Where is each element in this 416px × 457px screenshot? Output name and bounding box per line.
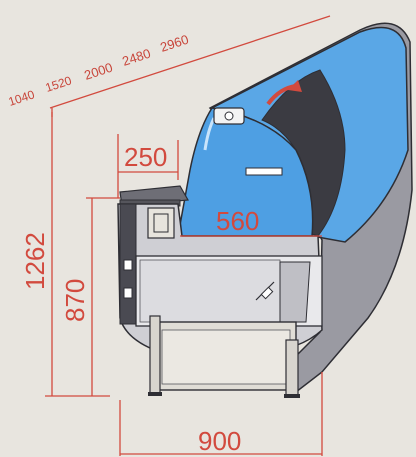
tank-drain-plug <box>260 286 274 300</box>
side-fitting-top <box>123 259 133 271</box>
rear-foot <box>284 394 300 398</box>
depth-shelf-label: 560 <box>216 206 259 236</box>
glass-highlight <box>203 117 216 151</box>
display-tank-inner <box>139 259 281 323</box>
light-bulb-icon <box>224 111 234 121</box>
storage-box-door <box>153 213 169 233</box>
storage-box <box>147 207 175 239</box>
length-label-2960: 2960 <box>158 32 190 55</box>
front-glass-panel <box>177 107 314 237</box>
length-label-2000: 2000 <box>82 60 114 83</box>
side-fitting-bottom <box>123 287 133 299</box>
base-cabinet-door <box>161 329 291 385</box>
height-total-dimension <box>45 112 110 397</box>
rear-leg <box>285 339 299 397</box>
display-case <box>117 22 413 398</box>
evaporator-panel <box>279 261 311 323</box>
height-total-label: 1262 <box>20 232 50 290</box>
width-base-dimension <box>119 372 323 456</box>
front-leg <box>149 315 161 395</box>
depth-top-dimension <box>117 134 179 198</box>
length-dimension-line <box>49 15 331 109</box>
length-label-2480: 2480 <box>120 46 152 69</box>
front-foot <box>148 392 162 396</box>
depth-top-label: 250 <box>124 142 167 172</box>
price-label-strip <box>245 167 283 176</box>
height-counter-dimension <box>86 197 120 396</box>
length-label-1040: 1040 <box>7 87 37 109</box>
airflow-arrowhead-icon <box>288 80 302 92</box>
height-counter-label: 870 <box>60 279 90 322</box>
length-label-1520: 1520 <box>44 73 74 95</box>
width-base-label: 900 <box>198 426 241 456</box>
